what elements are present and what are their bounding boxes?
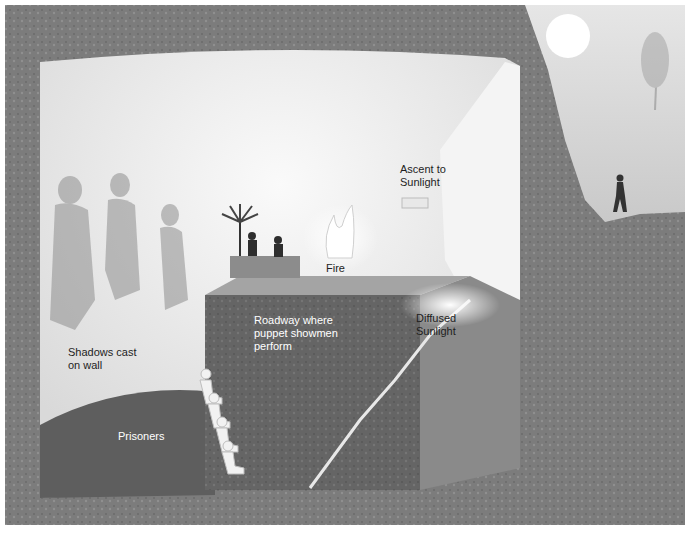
ascent-opening — [402, 198, 428, 208]
sun — [546, 14, 590, 58]
area-label: Shadows cast on wall — [68, 346, 148, 372]
puppet-ledge — [230, 256, 300, 278]
fire-glow — [302, 204, 378, 272]
outside-sky — [525, 5, 685, 222]
prisoners — [200, 369, 244, 474]
palm-puppet — [222, 204, 258, 256]
area-label: Ascent to Sunlight — [400, 163, 462, 189]
area-label: Prisoners — [118, 430, 188, 443]
area-label: Roadway where puppet showmen perform — [254, 314, 350, 353]
tree — [641, 32, 669, 110]
ascent-passage — [440, 62, 520, 305]
fire-flame — [326, 205, 354, 258]
puppet-showmen — [248, 232, 283, 257]
rock-mass — [5, 5, 685, 525]
roadway-wall-shade — [205, 295, 420, 490]
cave-interior — [40, 50, 520, 498]
walking-man — [613, 175, 627, 213]
cave-floor — [40, 390, 215, 498]
area-label: Diffused Sunlight — [416, 312, 482, 338]
area-label: Fire — [326, 262, 366, 275]
wall-shadows — [50, 173, 188, 330]
roadway-wall — [205, 295, 420, 490]
